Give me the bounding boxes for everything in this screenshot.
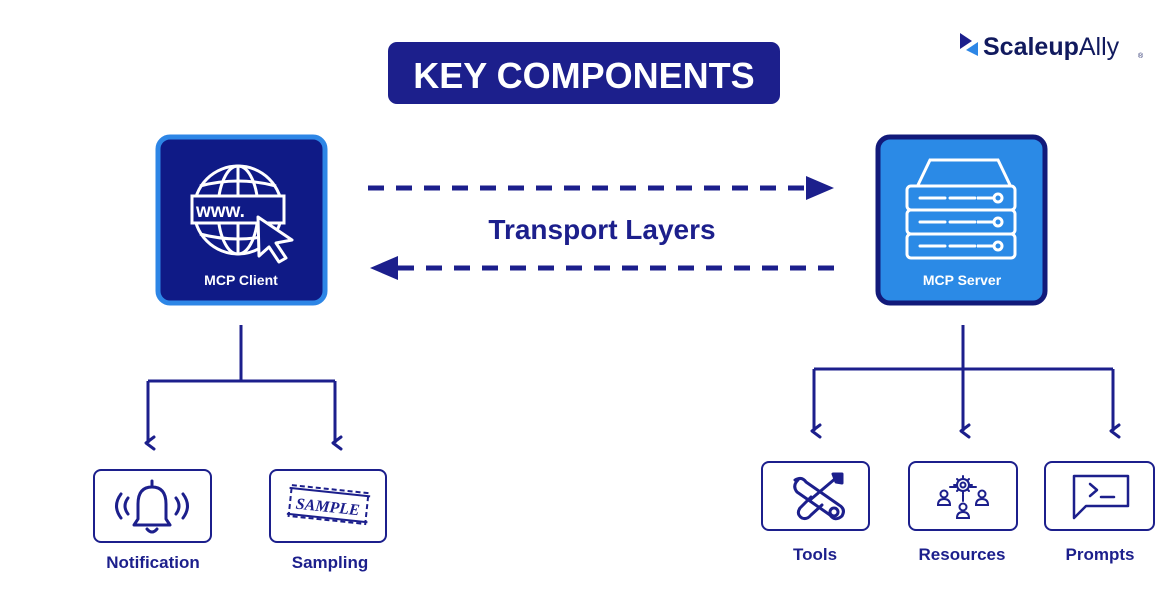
arrowhead-left-icon xyxy=(370,256,398,280)
server-tree-connectors xyxy=(810,325,1121,439)
notification-label: Notification xyxy=(106,553,200,572)
logo-text-bold: Scaleup xyxy=(983,33,1079,61)
prompts-label: Prompts xyxy=(1066,545,1135,564)
mcp-client-label: MCP Client xyxy=(204,272,278,288)
transport-arrows xyxy=(368,176,834,280)
terminal-prompt-icon xyxy=(1072,474,1130,520)
svg-text:www.: www. xyxy=(195,201,245,222)
sample-stamp-text: SAMPLE xyxy=(295,496,360,520)
team-gear-icon xyxy=(936,475,990,519)
svg-text:®: ® xyxy=(1138,52,1144,60)
mcp-client-node: www. MCP Client xyxy=(155,134,328,306)
sampling-label: Sampling xyxy=(292,553,369,572)
title-banner: KEY COMPONENTS xyxy=(388,42,780,104)
logo-mark-icon xyxy=(960,33,978,56)
server-rack-icon xyxy=(905,158,1017,260)
sample-stamp-icon: SAMPLE xyxy=(286,484,371,526)
svg-text:ScaleupAlly: ScaleupAlly xyxy=(983,33,1120,61)
sampling-node: SAMPLE Sampling xyxy=(269,469,387,572)
notification-node: Notification xyxy=(93,469,212,572)
globe-www-cursor-icon: www. xyxy=(190,164,294,264)
transport-layers-label: Transport Layers xyxy=(488,214,715,245)
bell-icon xyxy=(115,479,189,534)
client-tree-connectors xyxy=(144,325,343,451)
tools-node: Tools xyxy=(761,461,870,564)
tools-label: Tools xyxy=(793,545,837,564)
resources-node: Resources xyxy=(908,461,1018,564)
wrench-screwdriver-icon xyxy=(793,472,845,521)
prompts-node: Prompts xyxy=(1044,461,1155,564)
mcp-server-node: MCP Server xyxy=(875,134,1048,306)
logo-text-light: Ally xyxy=(1079,33,1120,61)
brand-logo: ScaleupAlly ® xyxy=(960,33,1144,61)
title: KEY COMPONENTS xyxy=(413,55,754,96)
mcp-server-label: MCP Server xyxy=(923,272,1002,288)
resources-label: Resources xyxy=(919,545,1006,564)
arrowhead-right-icon xyxy=(806,176,834,200)
